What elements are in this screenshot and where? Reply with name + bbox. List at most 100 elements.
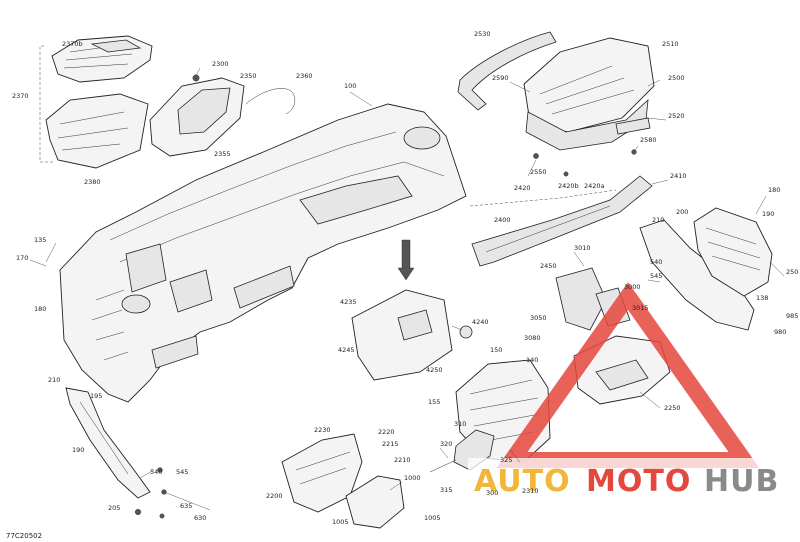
part-label: 138 (756, 294, 768, 302)
part-label: 540 (650, 258, 662, 266)
leader-line (527, 159, 537, 177)
part-100-dashboard (59, 103, 467, 403)
part-2360-hose (245, 88, 296, 115)
part-label: 2310 (522, 487, 539, 495)
part-label: 140 (526, 356, 538, 364)
leader-line (647, 117, 667, 121)
leader-line (509, 449, 521, 463)
part-label: 980 (774, 328, 786, 336)
part-label: 540 (150, 468, 162, 476)
part-label: 1005 (332, 518, 349, 526)
part-label: 2410 (670, 172, 687, 180)
part-label: 635 (180, 502, 192, 510)
part-2510-2500-console (523, 37, 655, 151)
part-label: 4245 (338, 346, 355, 354)
leader-line (195, 67, 201, 77)
part-label: 2550 (530, 168, 547, 176)
leader-line (769, 261, 785, 277)
leader-lines (29, 67, 785, 511)
part-label: 2500 (668, 74, 685, 82)
part-label: 180 (34, 305, 46, 313)
part-label: 3000 (624, 283, 641, 291)
leader-line (349, 91, 373, 107)
part-label: 2420 (514, 184, 531, 192)
part-label: 3080 (524, 334, 541, 342)
part-label: 3010 (574, 244, 591, 252)
leader-line (451, 325, 463, 331)
part-label: 2400 (494, 216, 511, 224)
part-label: 4250 (426, 366, 443, 374)
part-label: 2250 (664, 404, 681, 412)
automotohub-watermark: AUTO MOTO HUB (468, 282, 788, 499)
part-label: 190 (762, 210, 774, 218)
leader-line (509, 81, 531, 93)
part-label: 985 (786, 312, 798, 320)
part-label: 545 (176, 468, 188, 476)
part-label: 2380 (84, 178, 101, 186)
leader-line (573, 251, 585, 267)
watermark-part3: HUB (704, 464, 779, 499)
part-label: 320 (440, 440, 452, 448)
part-2400-crossbar (469, 175, 653, 267)
part-label: 2200 (266, 492, 283, 500)
part-label: 2510 (662, 40, 679, 48)
leader-line (439, 447, 449, 459)
part-label: 210 (48, 376, 60, 384)
leader-line (163, 491, 211, 511)
part-2370b-cover (51, 35, 153, 83)
part-4240-knob (459, 325, 473, 339)
part-label: 2420a (584, 182, 605, 190)
part-label: 325 (500, 456, 512, 464)
part-label: 3050 (530, 314, 547, 322)
part-1000-kick-panel (345, 475, 405, 529)
leader-line (45, 242, 57, 263)
part-label: 2370b (62, 40, 83, 48)
part-label: 180 (768, 186, 780, 194)
part-label: 250 (786, 268, 798, 276)
part-label: 2580 (640, 136, 657, 144)
diagram-code: 77C20502 (6, 532, 42, 540)
part-label: 135 (34, 236, 46, 244)
part-label: 2590 (492, 74, 509, 82)
part-label: 190 (72, 446, 84, 454)
part-label: 150 (490, 346, 502, 354)
leader-line (633, 145, 639, 153)
part-label: 545 (650, 272, 662, 280)
part-label: 2530 (474, 30, 491, 38)
part-label: 2360 (296, 72, 313, 80)
part-label: 195 (90, 392, 102, 400)
leader-line (389, 481, 403, 491)
part-label: 315 (440, 486, 452, 494)
part-2200-lower-panel (281, 433, 363, 513)
part-label: 100 (344, 82, 356, 90)
part-label: 2300 (212, 60, 229, 68)
watermark-part1: AUTO (474, 464, 571, 499)
leader-line (639, 391, 661, 409)
part-label: 310 (454, 420, 466, 428)
part-2250-dash-panel (573, 335, 671, 405)
watermark-part2: MOTO (586, 464, 691, 499)
leader-line (755, 195, 767, 215)
part-label: 200 (676, 208, 688, 216)
leader-line (651, 179, 669, 185)
part-label: 1000 (404, 474, 421, 482)
part-200-side-trim (639, 219, 755, 331)
part-190-side-panel (65, 387, 151, 499)
part-2300-clip (192, 74, 200, 82)
leader-line (647, 79, 661, 87)
part-label: 170 (16, 254, 28, 262)
part-label: 4235 (340, 298, 357, 306)
part-2530-handle (457, 31, 557, 111)
hardware-bottom-left (134, 467, 167, 519)
hardware-2550-2580 (533, 149, 637, 177)
assembly-arrow (397, 239, 415, 281)
part-label: 2370 (12, 92, 29, 100)
part-label: 630 (194, 514, 206, 522)
part-label: 2450 (540, 262, 557, 270)
part-label: 2420b (558, 182, 579, 190)
leader-line (139, 469, 155, 479)
part-label: 2220 (378, 428, 395, 436)
part-2370-glovebox (39, 45, 149, 169)
